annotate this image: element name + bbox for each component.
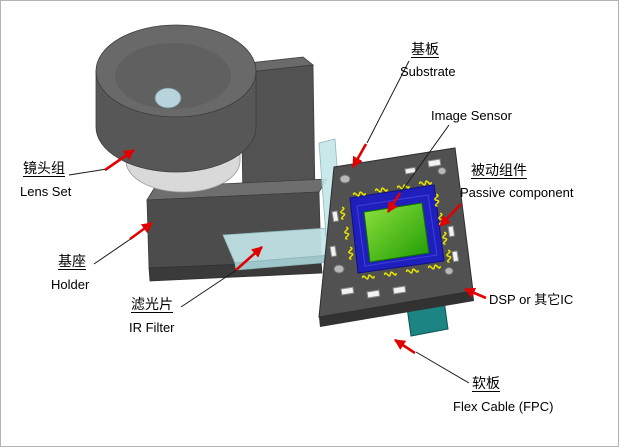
pointer-arrows xyxy=(104,143,487,355)
label-passive-component-zh: 被动组件 xyxy=(471,162,527,178)
leader-ir-filter xyxy=(180,268,239,308)
label-flex-cable-zh: 软板 xyxy=(472,375,500,391)
leader-holder xyxy=(93,237,133,265)
label-ir-filter-en: IR Filter xyxy=(129,320,175,335)
lens-aperture xyxy=(154,87,182,109)
label-ir-filter-zh: 滤光片 xyxy=(131,296,173,312)
lens-barrel xyxy=(95,24,257,193)
label-dsp-ic: DSP or 其它IC xyxy=(489,292,574,307)
arrow-ir-filter xyxy=(235,246,263,271)
label-passive-component-en: Passive component xyxy=(460,185,574,200)
arrow-lens-set xyxy=(104,148,135,172)
label-substrate-en: Substrate xyxy=(400,64,456,79)
leader-image-sensor xyxy=(400,124,450,193)
label-flex-cable-en: Flex Cable (FPC) xyxy=(453,399,554,414)
arrow-flex-cable xyxy=(394,338,416,355)
leader-substrate xyxy=(366,60,410,144)
label-substrate-zh: 基板 xyxy=(411,41,439,57)
arrow-dsp xyxy=(463,287,487,300)
label-lens-set-zh: 镜头组 xyxy=(23,160,65,176)
image-sensor-die xyxy=(363,202,430,263)
label-image-sensor: Image Sensor xyxy=(431,108,512,123)
leader-flex-cable xyxy=(415,351,470,384)
passive-components xyxy=(329,158,460,299)
arrow-holder xyxy=(129,221,153,241)
arrow-substrate xyxy=(351,143,368,168)
leader-lines xyxy=(68,60,470,384)
label-holder-zh: 基座 xyxy=(58,253,86,269)
arrow-passive-component xyxy=(439,203,462,227)
sensor-package-inner-ring xyxy=(356,194,438,267)
leader-lens-set xyxy=(68,168,108,176)
arrow-image-sensor xyxy=(386,192,402,213)
label-holder-en: Holder xyxy=(51,277,90,292)
label-lens-set-en: Lens Set xyxy=(20,184,72,199)
